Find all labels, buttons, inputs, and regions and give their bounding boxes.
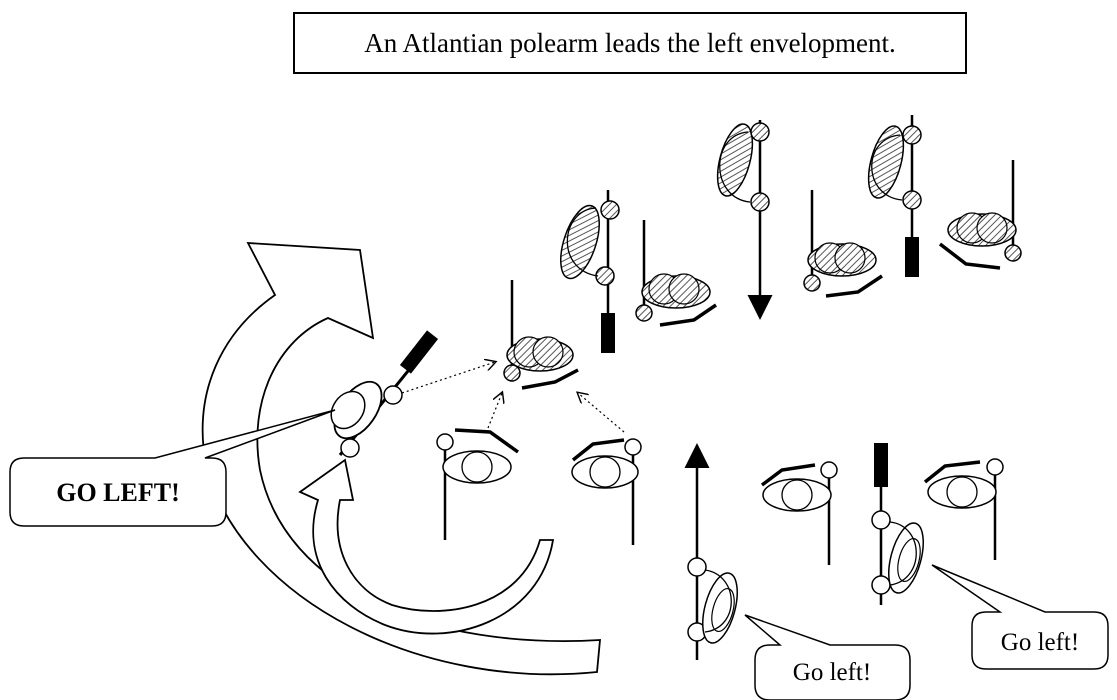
enemy-fighter-7	[938, 160, 1022, 270]
friendly-fighter-5	[871, 443, 924, 605]
bottom-right-callout-text: Go left!	[1001, 629, 1079, 656]
bottom-middle-speech-bubble: Go left!	[744, 614, 911, 700]
leader-callout-text: GO LEFT!	[56, 478, 180, 507]
friendly-fighter-2	[571, 438, 642, 545]
friendly-fighter-6	[923, 458, 1004, 560]
polearm-leader	[330, 330, 439, 458]
enemy-fighter-3	[635, 220, 717, 327]
enemy-fighter-6	[867, 115, 922, 277]
inner-envelopment-arrow	[298, 458, 555, 635]
enemy-fighter-1	[503, 280, 579, 390]
bottom-middle-callout-text: Go left!	[793, 659, 871, 686]
command-lines	[401, 362, 625, 433]
enemy-fighter-5	[803, 190, 883, 298]
friendly-fighter-4	[760, 461, 838, 565]
friendly-fighter-1	[436, 428, 520, 540]
leader-speech-bubble: GO LEFT!	[9, 409, 336, 527]
enemy-fighter-4	[716, 120, 773, 320]
friendly-fighter-3	[684, 443, 738, 660]
bottom-right-speech-bubble: Go left!	[931, 564, 1109, 670]
diagram-title: An Atlantian polearm leads the left enve…	[293, 12, 967, 74]
enemy-fighter-2	[560, 190, 620, 353]
